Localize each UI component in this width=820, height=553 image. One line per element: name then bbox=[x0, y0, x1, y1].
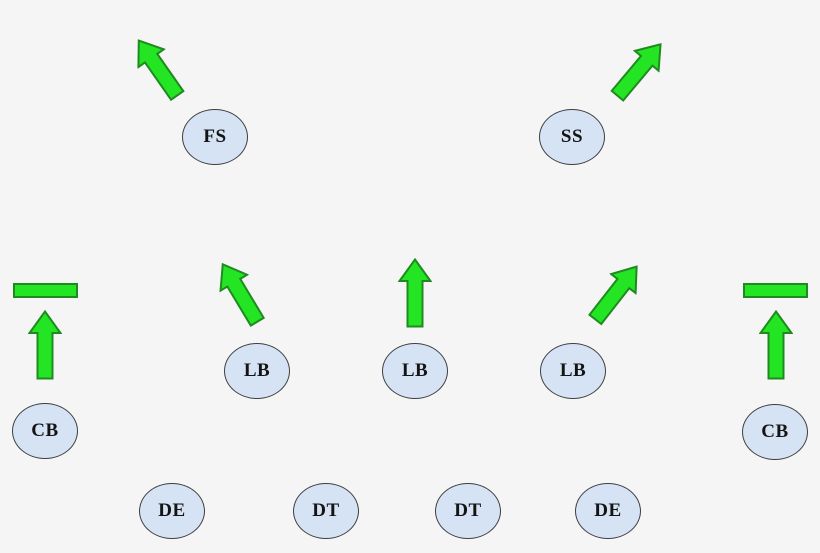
cb-right-press-bar bbox=[743, 283, 808, 298]
node-label: DT bbox=[312, 500, 340, 521]
lb-right-coverage-arrow bbox=[581, 255, 651, 331]
cb-right-coverage-arrow bbox=[759, 310, 793, 380]
node-label: CB bbox=[31, 420, 59, 441]
cb-left-press-bar bbox=[13, 283, 78, 298]
node-label: LB bbox=[243, 360, 271, 381]
node-free-safety: FS bbox=[182, 109, 248, 165]
fs-coverage-arrow bbox=[124, 30, 192, 107]
node-cornerback-left: CB bbox=[12, 403, 78, 459]
ss-coverage-arrow bbox=[603, 32, 674, 107]
node-linebacker-middle: LB bbox=[382, 343, 448, 399]
node-label: LB bbox=[559, 360, 587, 381]
node-defensive-end-right: DE bbox=[575, 483, 641, 539]
node-cornerback-right: CB bbox=[742, 404, 808, 460]
node-label: DE bbox=[594, 500, 622, 521]
node-strong-safety: SS bbox=[539, 109, 605, 165]
node-defensive-tackle-right: DT bbox=[435, 483, 501, 539]
node-defensive-tackle-left: DT bbox=[293, 483, 359, 539]
node-label: SS bbox=[560, 126, 584, 147]
cb-left-coverage-arrow bbox=[28, 310, 62, 380]
node-label: LB bbox=[401, 360, 429, 381]
node-linebacker-left: LB bbox=[224, 343, 290, 399]
node-label: FS bbox=[203, 126, 227, 147]
node-label: CB bbox=[761, 421, 789, 442]
node-linebacker-right: LB bbox=[540, 343, 606, 399]
node-label: DE bbox=[158, 500, 186, 521]
node-defensive-end-left: DE bbox=[139, 483, 205, 539]
lb-left-coverage-arrow bbox=[207, 254, 272, 332]
lb-middle-coverage-arrow bbox=[398, 258, 432, 328]
node-label: DT bbox=[454, 500, 482, 521]
